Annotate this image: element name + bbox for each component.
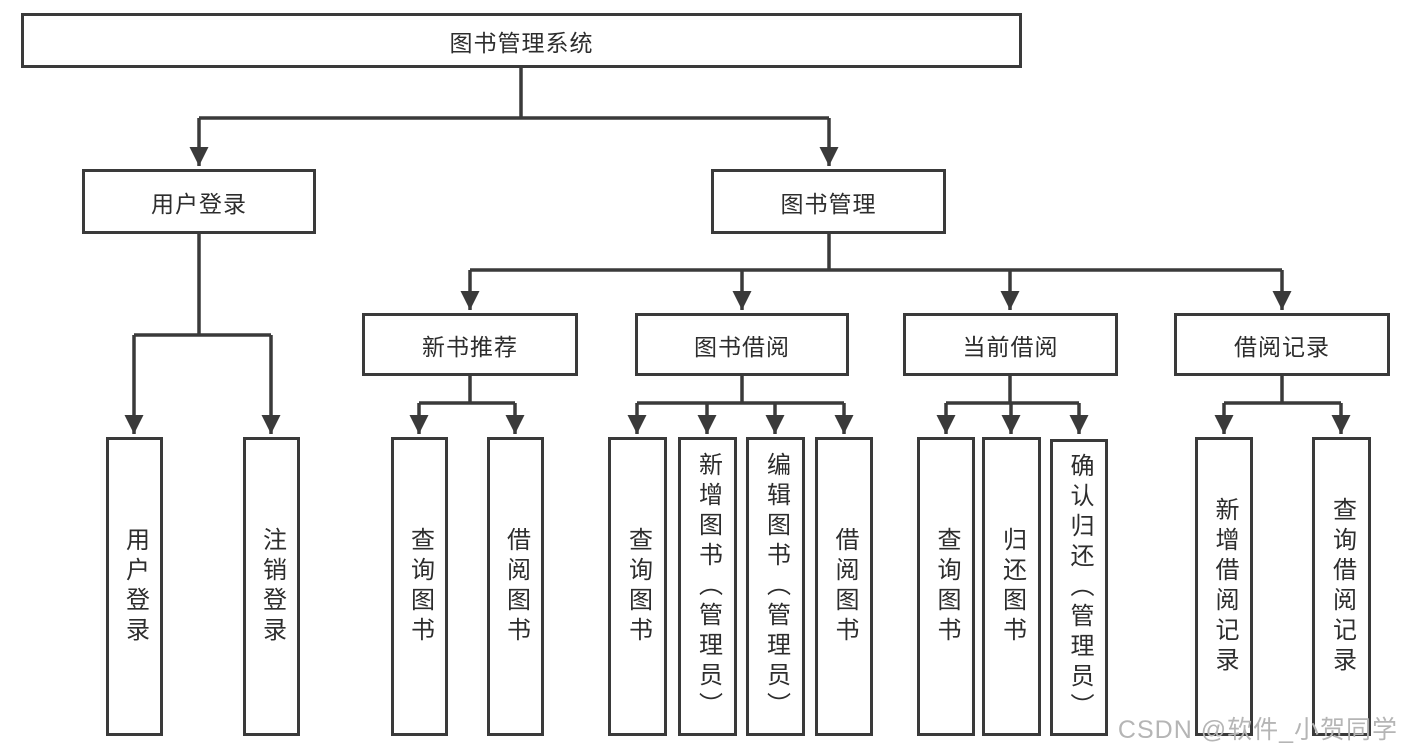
leaf-query-books-borrowing: 查询图书 — [608, 437, 667, 736]
leaf-edit-books-admin: 编辑图书（管理员） — [746, 437, 805, 736]
leaf-label: 查询图书 — [406, 526, 434, 647]
leaf-label: 查询借阅记录 — [1328, 496, 1356, 677]
leaf-borrow-books-recommend: 借阅图书 — [487, 437, 544, 736]
leaf-user-login: 用户登录 — [106, 437, 163, 736]
node-label: 用户登录 — [151, 190, 247, 217]
node-new-book-recommendation: 新书推荐 — [362, 313, 578, 376]
leaf-query-books-recommend: 查询图书 — [391, 437, 448, 736]
leaf-borrow-books: 借阅图书 — [815, 437, 873, 736]
leaf-add-books-admin: 新增图书（管理员） — [678, 437, 737, 736]
node-user-login: 用户登录 — [82, 169, 316, 234]
leaf-return-books: 归还图书 — [982, 437, 1041, 736]
node-book-borrowing: 图书借阅 — [635, 313, 849, 376]
node-borrowing-records: 借阅记录 — [1174, 313, 1390, 376]
leaf-label: 借阅图书 — [831, 526, 858, 647]
leaf-label: 查询图书 — [933, 526, 960, 647]
leaf-label: 归还图书 — [998, 526, 1026, 647]
leaf-label: 编辑图书（管理员） — [762, 451, 790, 722]
leaf-label: 查询图书 — [624, 526, 652, 647]
leaf-label: 新增借阅记录 — [1211, 496, 1238, 677]
leaf-label: 新增图书（管理员） — [694, 451, 722, 722]
node-current-borrowing: 当前借阅 — [903, 313, 1118, 376]
leaf-label: 用户登录 — [121, 526, 149, 647]
leaf-label: 确认归还（管理员） — [1066, 452, 1093, 723]
node-book-management: 图书管理 — [711, 169, 946, 234]
node-label: 新书推荐 — [422, 333, 518, 360]
leaf-query-borrow-record: 查询借阅记录 — [1312, 437, 1371, 736]
leaf-confirm-return-admin: 确认归还（管理员） — [1050, 439, 1108, 736]
node-label: 当前借阅 — [962, 333, 1059, 360]
leaf-query-books-current: 查询图书 — [917, 437, 975, 736]
node-label: 图书管理 — [780, 190, 877, 217]
node-label: 图书借阅 — [694, 333, 790, 360]
leaf-logout: 注销登录 — [243, 437, 300, 736]
leaf-label: 借阅图书 — [502, 526, 530, 647]
watermark-csdn: CSDN @软件_小贺同学 — [1117, 716, 1398, 744]
leaf-add-borrow-record: 新增借阅记录 — [1195, 437, 1253, 736]
node-label: 借阅记录 — [1234, 333, 1330, 360]
node-label: 图书管理系统 — [449, 29, 594, 56]
leaf-label: 注销登录 — [258, 526, 286, 647]
node-library-management-system: 图书管理系统 — [21, 13, 1022, 68]
